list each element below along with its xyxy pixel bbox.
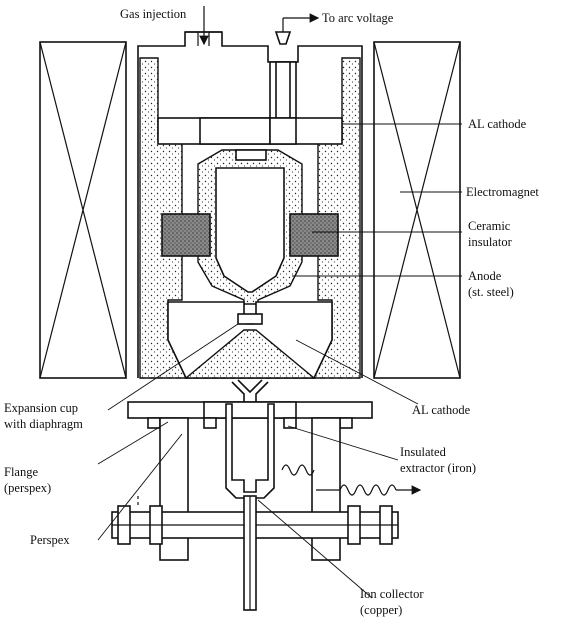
- label-electromagnet: Electromagnet: [466, 185, 539, 199]
- label-ion-collector-line2: (copper): [360, 603, 402, 617]
- ceramic-insulator-left: [161, 213, 211, 257]
- electromagnet-left: [39, 41, 127, 379]
- anode-top-insert: [235, 149, 267, 161]
- label-gas-injection: Gas injection: [120, 7, 187, 21]
- gas-injection-pipe: [197, 6, 210, 46]
- arc-voltage-feedthrough: [269, 13, 320, 125]
- extractor-spring-right: [316, 484, 422, 496]
- label-ceramic-line1: Ceramic: [468, 219, 511, 233]
- label-expansion-line1: Expansion cup: [4, 401, 78, 415]
- leader-lines: [97, 123, 462, 599]
- label-flange-line2: (perspex): [4, 481, 51, 495]
- label-al-cathode-top: AL cathode: [468, 117, 527, 131]
- cathode-cone: [184, 329, 316, 379]
- label-to-arc-voltage: To arc voltage: [322, 11, 394, 25]
- label-insulated-line2: extractor (iron): [400, 461, 476, 475]
- label-flange-line1: Flange: [4, 465, 38, 479]
- electromagnet-right: [373, 41, 461, 379]
- anode-bore: [215, 167, 285, 293]
- label-insulated-line1: Insulated: [400, 445, 447, 459]
- diaphragm: [237, 313, 263, 325]
- ceramic-insulator-right: [289, 213, 339, 257]
- label-al-cathode-bottom: AL cathode: [412, 403, 471, 417]
- extractor-spring-left: [281, 464, 315, 476]
- label-ion-collector-line1: Ion collector: [360, 587, 424, 601]
- label-perspex: Perspex: [30, 533, 70, 547]
- al-cathode-top-plate: [157, 117, 343, 145]
- expansion-cup: [231, 379, 269, 404]
- label-expansion-line2: with diaphragm: [4, 417, 83, 431]
- label-ceramic-line2: insulator: [468, 235, 513, 249]
- label-anode-line1: Anode: [468, 269, 502, 283]
- ion-collector-rod: [243, 495, 257, 611]
- label-anode-line2: (st. steel): [468, 285, 514, 299]
